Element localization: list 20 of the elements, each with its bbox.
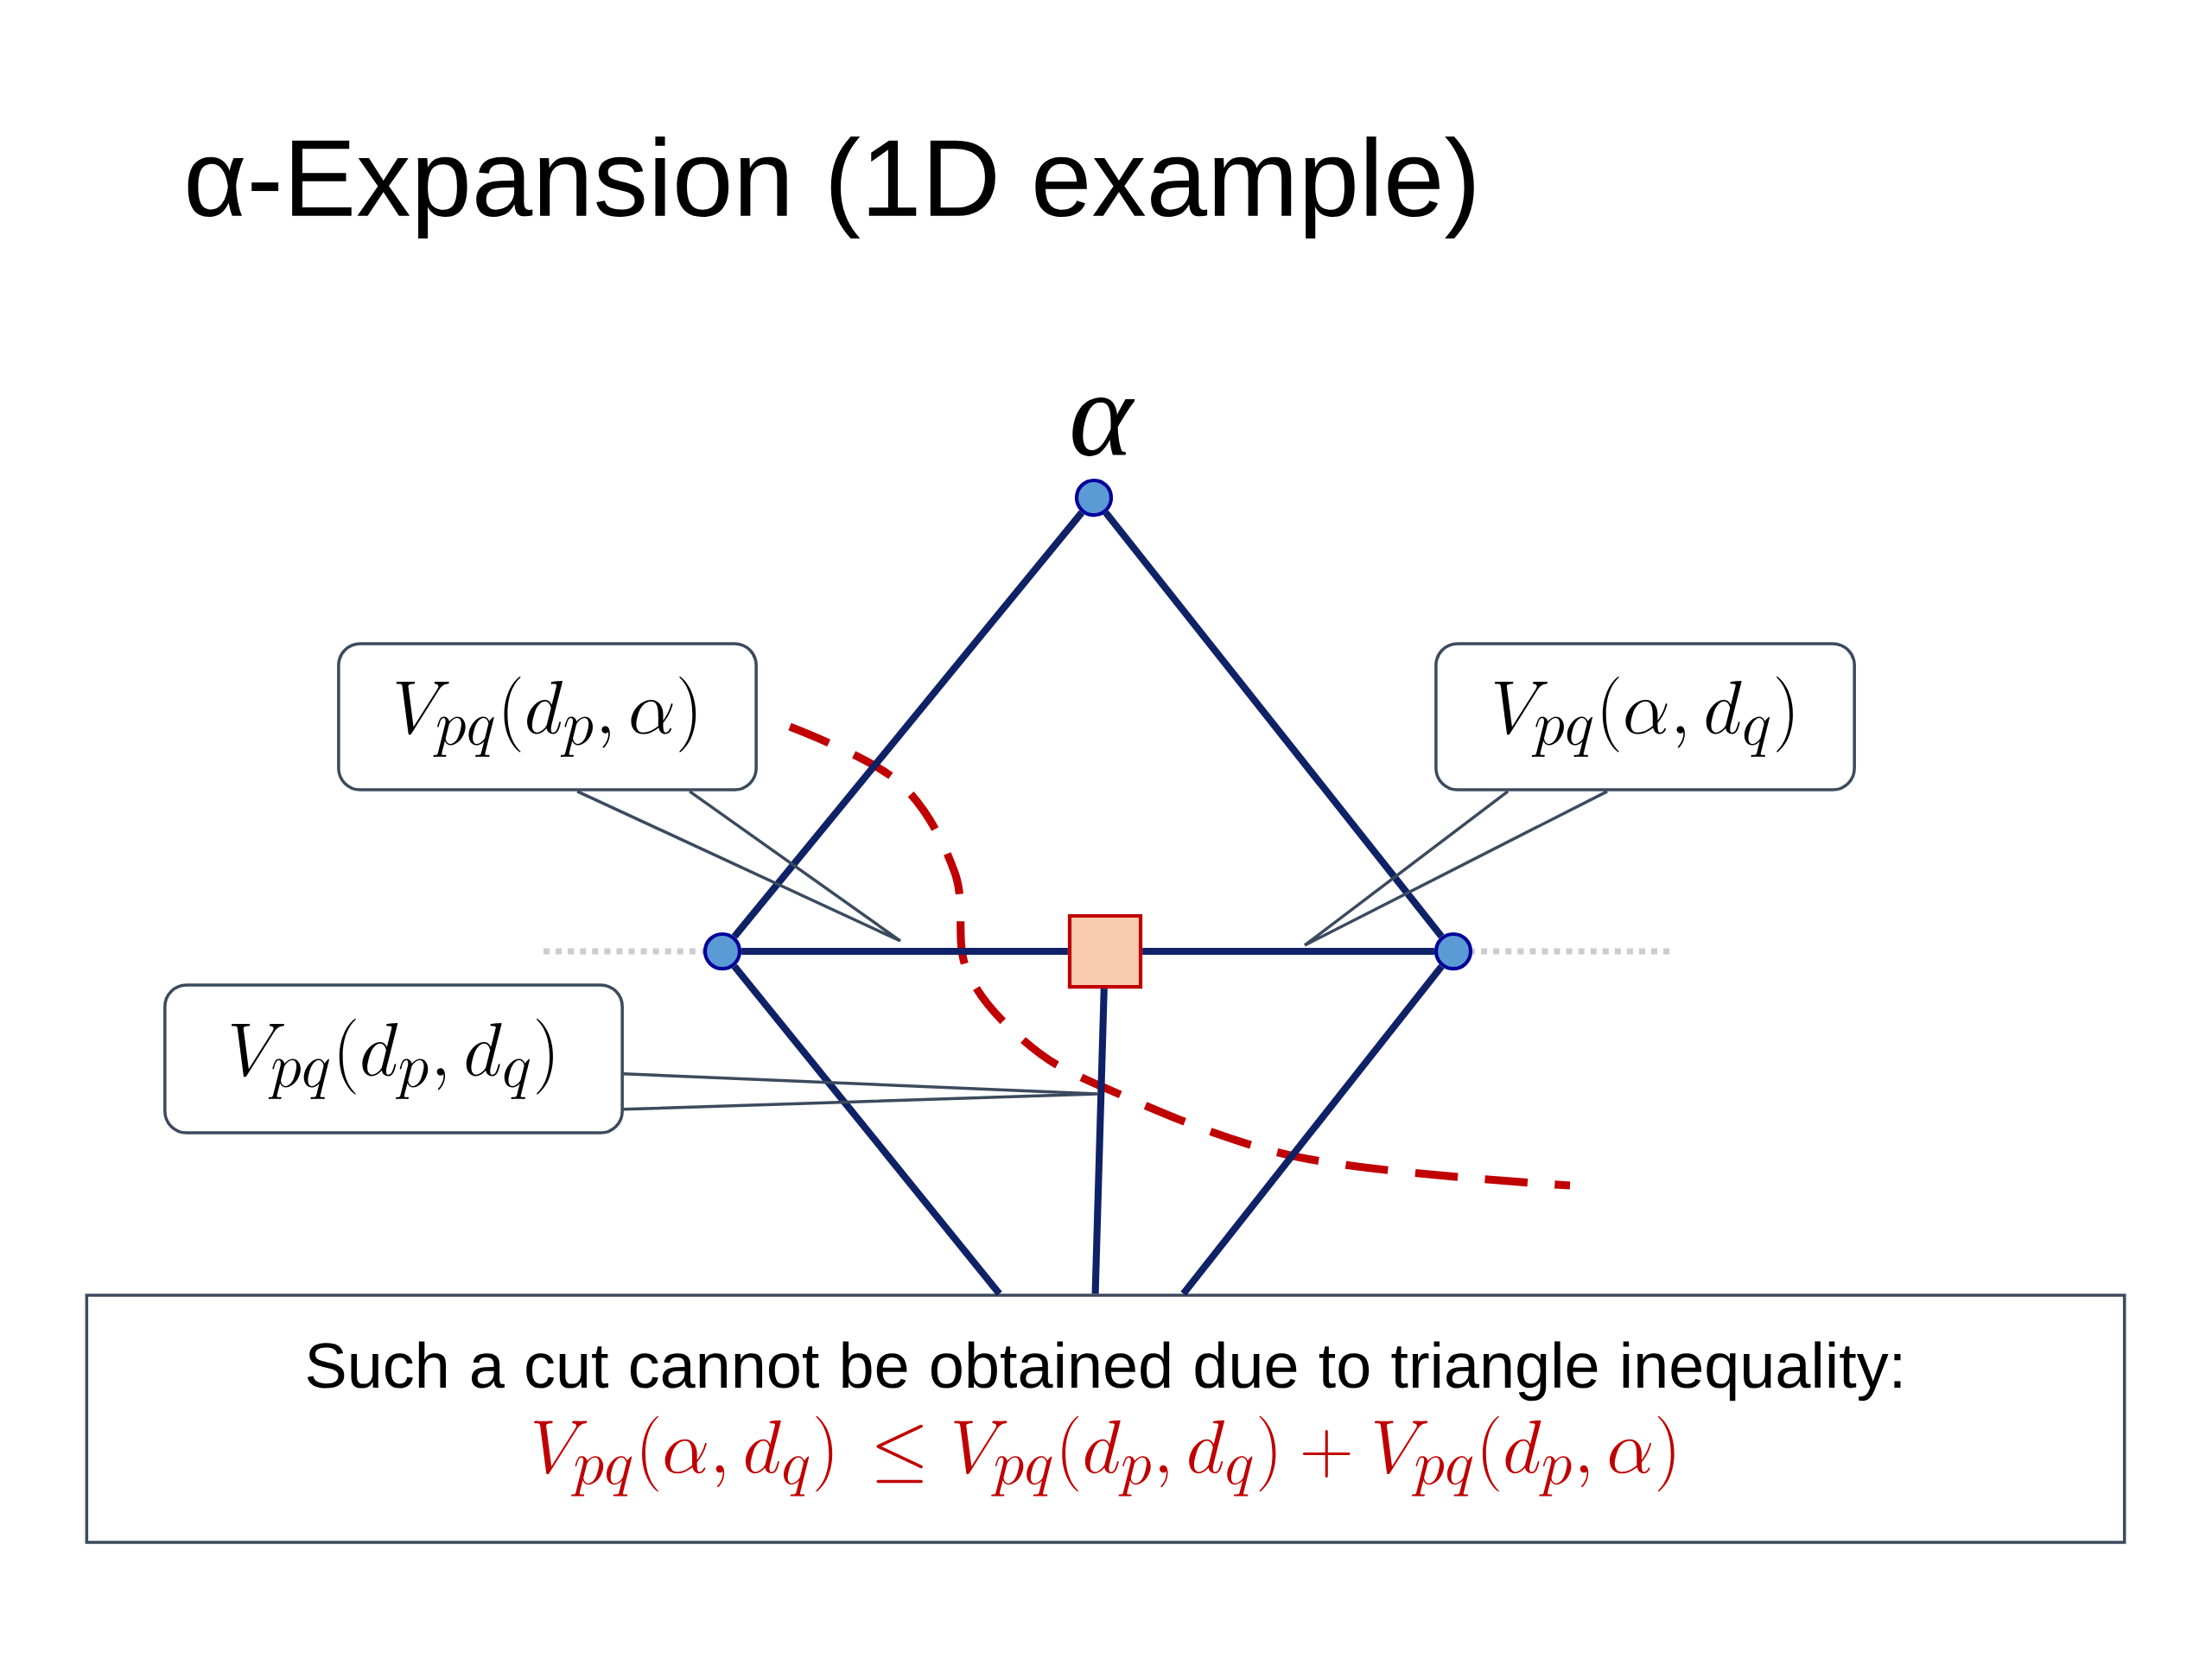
graph-edge	[1180, 963, 1445, 1296]
node-label: α	[1072, 397, 1135, 456]
graph-edge	[741, 947, 1068, 956]
callout-box: $V_{pq}(d_p,d_q)$	[163, 983, 624, 1135]
graph-edge	[731, 510, 1085, 939]
graph-edge	[1103, 510, 1445, 939]
callout-pointer	[622, 1072, 1099, 1111]
graph-edge	[1142, 947, 1434, 956]
vertex-dot	[1074, 478, 1114, 518]
vertex-dot	[1433, 931, 1473, 971]
graph-edge	[731, 963, 1002, 1296]
vertex-dot	[702, 931, 742, 971]
graph-edge	[1091, 988, 1108, 1294]
vertex-square	[1067, 913, 1143, 989]
title: α-Expansion (1D example)	[188, 137, 1474, 238]
callout-box: $V_{pq}(\alpha,d_q)$	[1434, 642, 1856, 791]
callout-box: $V_{pq}(d_p,\alpha)$	[337, 642, 758, 791]
callout-pointer	[575, 790, 902, 943]
text-box: Such a cut cannot be obtained due to triangle inequality: $V_{pq}(\alpha,d_q)\ \leq V_{pq}\big(d_p,d_q\big)+V_{pq}(d_p,\alpha)$	[85, 1294, 2126, 1544]
callout-pointer	[1303, 790, 1609, 947]
